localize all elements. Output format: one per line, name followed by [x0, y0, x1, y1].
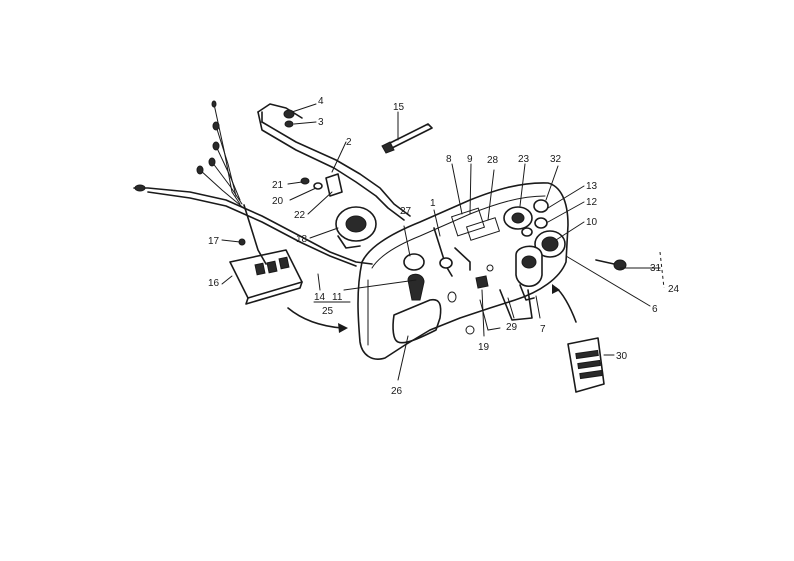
callout-30: 30: [616, 351, 628, 362]
label-card: [567, 337, 605, 393]
callout-24: 24: [668, 284, 680, 295]
ignition-housing: [515, 245, 543, 301]
callout-29: 29: [506, 322, 518, 333]
callout-6: 6: [652, 304, 658, 315]
callout-13: 13: [586, 181, 598, 192]
callout-32: 32: [550, 154, 562, 165]
fastener-group-top: [283, 109, 295, 128]
callout-23: 23: [518, 154, 530, 165]
callout-26: 26: [391, 386, 403, 397]
knob-group: [521, 199, 549, 237]
cable-tie: [381, 123, 433, 154]
callout-1: 1: [430, 198, 436, 209]
direction-arrows: [287, 284, 577, 333]
switch-knob: [403, 253, 425, 301]
callout-8: 8: [446, 154, 452, 165]
panel-hole: [486, 264, 494, 272]
gauge-component: [503, 206, 533, 230]
callout-16: 16: [208, 278, 220, 289]
callout-31: 31: [650, 263, 662, 274]
callout-3: 3: [318, 117, 324, 128]
callout-25: 25: [322, 306, 334, 317]
bracket-fasteners: [300, 173, 343, 197]
callout-2: 2: [346, 137, 352, 148]
callout-7: 7: [540, 324, 546, 335]
callout-10: 10: [586, 217, 598, 228]
panel-hole: [447, 291, 457, 303]
horn-component: [335, 206, 377, 249]
round-instrument: [534, 230, 566, 258]
switch-opening: [465, 217, 501, 241]
callout-18: 18: [296, 234, 308, 245]
panel-hole: [465, 325, 475, 335]
callout-labels: 4 3 2 15 21 20 22 18 17 16 14 11 25 27 1…: [208, 96, 680, 397]
callout-14: 14: [314, 292, 326, 303]
fuse-block: [229, 238, 303, 305]
lever-bracket: [433, 227, 489, 289]
callout-20: 20: [272, 196, 284, 207]
callout-9: 9: [467, 154, 473, 165]
callout-28: 28: [487, 155, 499, 166]
callout-19: 19: [478, 342, 490, 353]
leader-lines: [221, 103, 665, 381]
callout-27: 27: [400, 206, 412, 217]
callout-22: 22: [294, 210, 306, 221]
wire-harness: [133, 100, 373, 267]
callout-4: 4: [318, 96, 324, 107]
callout-15: 15: [393, 102, 405, 113]
callout-21: 21: [272, 180, 284, 191]
callout-17: 17: [208, 236, 220, 247]
switch-opening: [450, 207, 486, 237]
callout-11: 11: [332, 292, 343, 303]
callout-12: 12: [586, 197, 598, 208]
